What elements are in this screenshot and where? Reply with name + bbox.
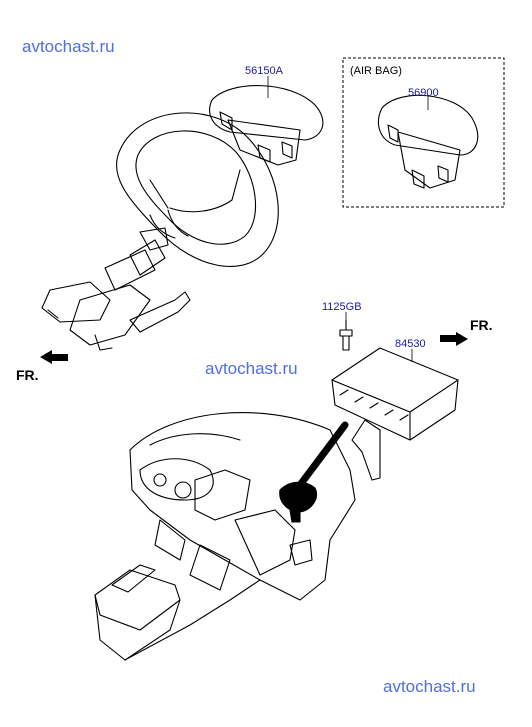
steering-wheel-drawing <box>115 112 279 267</box>
airbag-module-drawing <box>377 94 479 189</box>
steering-column-drawing <box>41 227 191 351</box>
watermark-bottom: avtochast.ru <box>383 677 476 696</box>
airbag-box-title: (AIR BAG) <box>350 65 402 77</box>
front-arrow-right <box>440 332 468 346</box>
bolt-drawing <box>339 319 353 351</box>
front-label-left: FR. <box>16 367 39 383</box>
part-number-56900: 56900 <box>408 87 439 99</box>
watermark-middle: avtochast.ru <box>205 359 298 378</box>
front-label-right: FR. <box>470 317 493 333</box>
front-arrow-left <box>40 350 68 364</box>
part-number-1125gb: 1125GB <box>322 301 362 313</box>
passenger-airbag-drawing <box>331 347 459 481</box>
watermark-top: avtochast.ru <box>22 37 115 56</box>
part-number-56150a: 56150A <box>245 65 284 77</box>
dashboard-drawing <box>94 412 356 661</box>
part-number-84530: 84530 <box>395 338 426 350</box>
driver-airbag-drawing <box>209 85 324 166</box>
leader-band <box>296 421 349 489</box>
airbag-box-frame <box>342 57 505 208</box>
